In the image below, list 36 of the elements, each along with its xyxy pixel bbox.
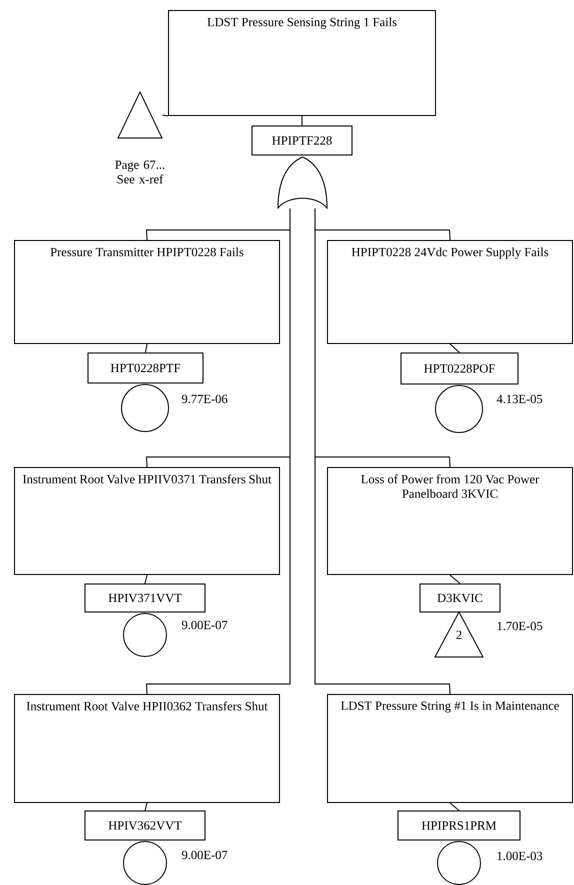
- event-box: LDST Pressure String #1 Is in Maintenance: [327, 694, 573, 803]
- connector-line: [314, 208, 450, 694]
- event-box: Instrument Root Valve HPIIV0371 Transfers Shut: [14, 467, 280, 575]
- connector-line: [145, 344, 148, 353]
- probability-label: 9.77E-06: [182, 394, 228, 404]
- probability-label: 4.13E-05: [496, 394, 542, 404]
- event-box: HPIPT0228 24Vdc Power Supply Fails: [327, 240, 573, 344]
- event-box: Pressure Transmitter HPIPT0228 Fails: [14, 240, 280, 344]
- event-id-box: D3KVIC: [420, 584, 500, 612]
- probability-label: 1.70E-05: [498, 622, 542, 630]
- probability-label: 9.00E-07: [182, 850, 228, 860]
- event-id-box: HPIPTF228: [252, 126, 352, 156]
- connector-line: [450, 344, 460, 353]
- probability-label: 1.00E-03: [498, 852, 542, 860]
- connector-line: [144, 802, 148, 811]
- event-box: Instrument Root Valve HPII0362 Transfers Shut: [14, 694, 280, 803]
- event-id-box: HPIV362VVT: [84, 810, 206, 840]
- basic-event-circle: [123, 613, 167, 657]
- connector-line: [146, 208, 290, 694]
- basic-event-circle: [123, 841, 167, 885]
- probability-label: 9.00E-07: [182, 620, 228, 630]
- event-id-box: HPIV371VVT: [84, 584, 206, 612]
- event-id-box: HPIPRS1PRM: [398, 810, 520, 840]
- event-id-box: HPT0228PTF: [88, 352, 204, 384]
- basic-event-circle: [435, 385, 483, 433]
- basic-event-circle: [437, 841, 481, 885]
- connector-line: [144, 574, 148, 584]
- event-id-box: HPT0228POF: [400, 352, 518, 384]
- reference-label: Page 67... See x-ref: [115, 160, 164, 184]
- or-gate: [278, 156, 328, 208]
- event-box: LDST Pressure Sensing String 1 Fails: [168, 10, 436, 116]
- basic-event-circle: [121, 384, 169, 432]
- connector-line: [450, 574, 460, 584]
- event-box: Loss of Power from 120 Vac Power Panelboard 3KVIC: [327, 467, 573, 575]
- connector-line: [162, 114, 168, 116]
- connector-line: [450, 802, 460, 811]
